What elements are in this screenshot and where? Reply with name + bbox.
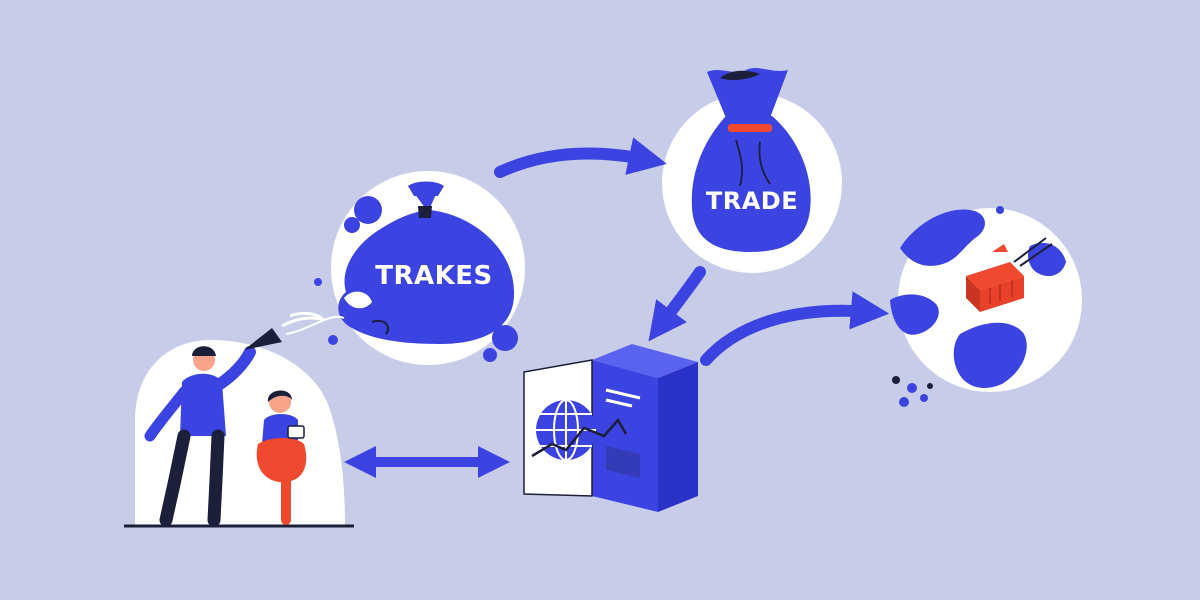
bag-tie-band xyxy=(728,124,772,132)
cabinet-top xyxy=(592,344,698,378)
debris-dot xyxy=(899,397,909,407)
arrow-trakes-to-trade xyxy=(494,137,667,178)
arrow-trade-to-cabinet xyxy=(648,266,706,342)
megaphone-icon xyxy=(244,311,345,350)
woman-figure xyxy=(256,390,307,525)
arrow-cabinet-to-globe xyxy=(700,291,890,366)
globe-group xyxy=(890,206,1082,407)
man-figure xyxy=(144,346,256,527)
splash-blob xyxy=(492,325,518,351)
debris-dot xyxy=(907,383,917,393)
cabinet-front xyxy=(592,360,658,512)
trade-label: TRADE xyxy=(706,187,798,215)
continent-shape xyxy=(953,322,1027,388)
shipping-container-icon xyxy=(966,237,1053,312)
people-group xyxy=(124,311,354,528)
cabinet-drawer xyxy=(606,446,640,478)
debris-dot xyxy=(927,383,933,389)
splash-blob xyxy=(314,278,322,286)
server-cabinet-icon xyxy=(523,344,698,512)
flow-arrows xyxy=(343,137,890,479)
trade-bag-group: TRADE xyxy=(662,68,842,273)
money-bag-icon xyxy=(338,181,515,344)
splash-blob xyxy=(328,335,338,345)
debris-dot xyxy=(892,376,900,384)
splash-blob xyxy=(483,348,497,362)
trakes-label: TRAKES xyxy=(375,261,493,291)
continent-shape xyxy=(890,294,939,335)
trakes-bag-group: TRAKES xyxy=(314,171,525,365)
cabinet-side xyxy=(658,362,698,512)
money-bag-icon xyxy=(691,68,811,252)
continent-shape xyxy=(1028,242,1066,277)
continent-shape xyxy=(900,209,985,266)
splash-blob xyxy=(354,196,382,224)
debris-dot xyxy=(920,394,928,402)
splash-blob xyxy=(344,217,360,233)
trend-line xyxy=(531,417,628,458)
continent-shape xyxy=(996,206,1004,214)
